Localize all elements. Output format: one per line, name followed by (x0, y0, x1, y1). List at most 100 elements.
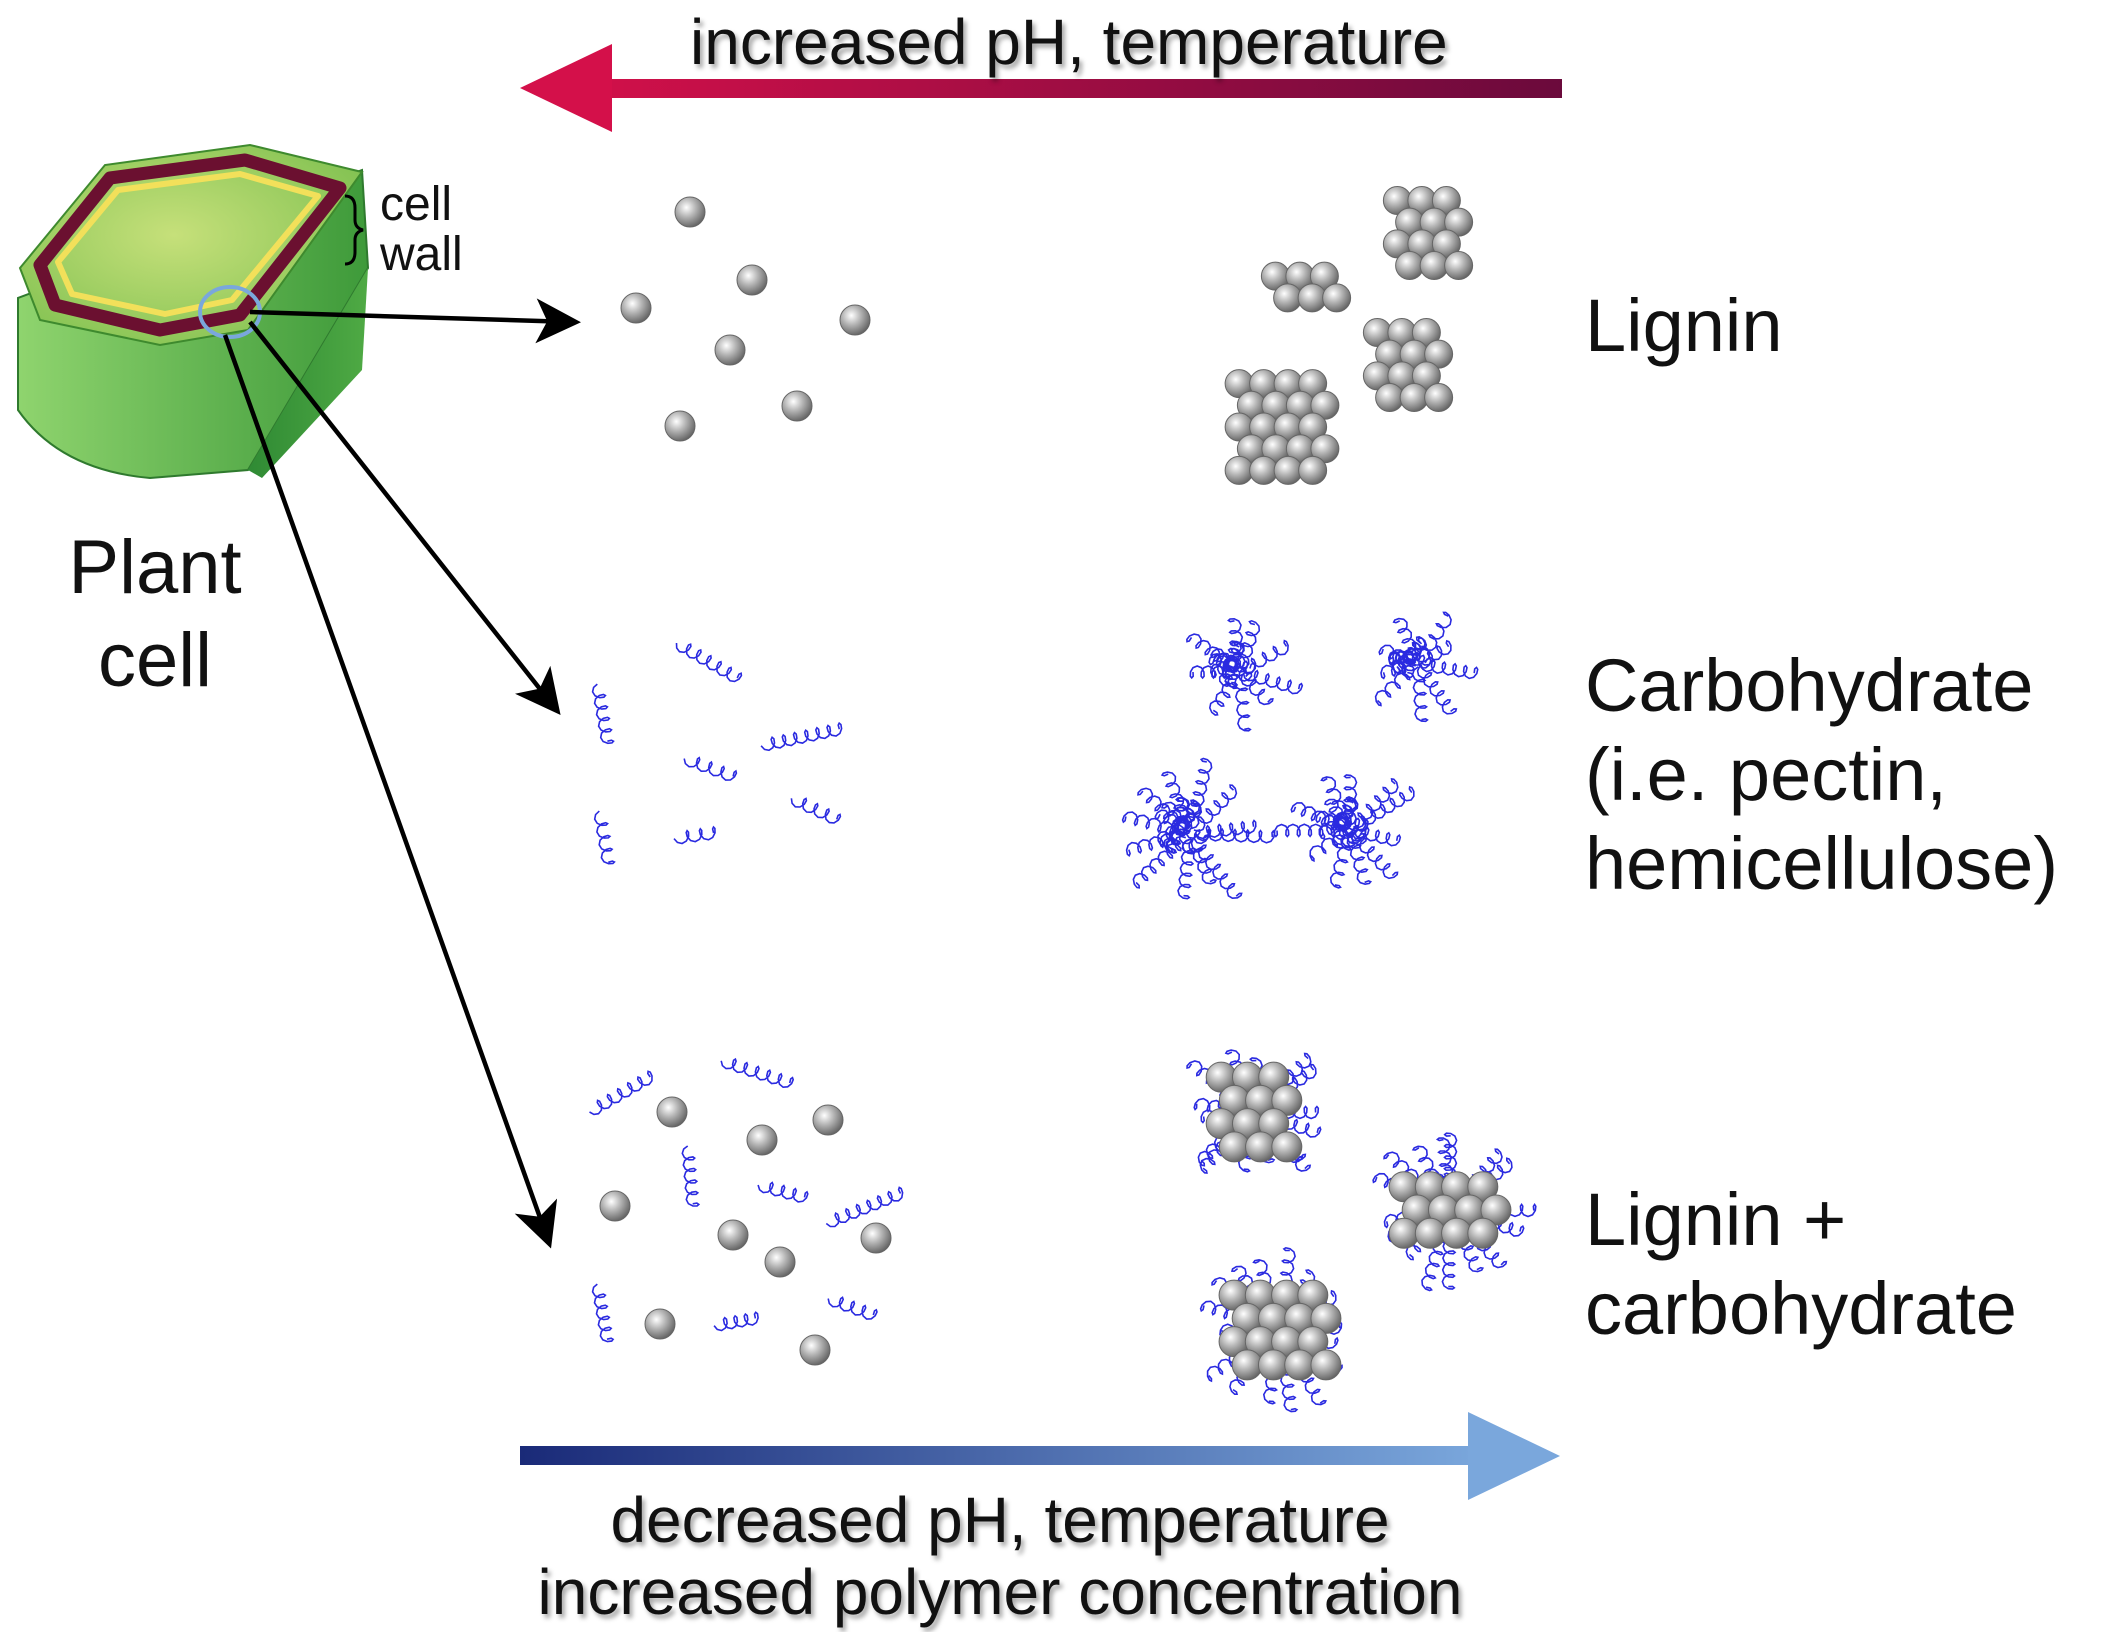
lignin-cluster (1382, 185, 1474, 281)
lignin-aggregates (1224, 185, 1474, 485)
lignin-sphere (1424, 383, 1454, 413)
lignin-carbohydrate-aggregate (1372, 1132, 1537, 1292)
lignin-sphere (860, 1222, 892, 1254)
lignin-sphere (1273, 283, 1303, 313)
lignin-sphere (656, 1096, 688, 1128)
carbohydrate-chain (1194, 819, 1257, 840)
lignin-sphere (1249, 455, 1279, 485)
carbohydrate-chain (825, 1186, 904, 1228)
carbohydrate-chain (1179, 800, 1202, 831)
pointer-arrow-mixture (222, 334, 558, 1249)
plant-cell-label-line1: Plant (68, 525, 242, 610)
lignin-sphere (1298, 455, 1328, 485)
carbohydrate-chain (591, 683, 615, 745)
carbohydrate-chain (1405, 651, 1432, 669)
carbohydrate-chain (673, 825, 716, 845)
lignin-sphere (781, 390, 813, 422)
lignin-sphere (1419, 251, 1449, 281)
carbohydrate-chain (1388, 649, 1415, 667)
top-arrow (520, 44, 1562, 132)
carbohydrate-chain (591, 1283, 615, 1343)
lignin-sphere (599, 1190, 631, 1222)
carbohydrate-aggregate (1374, 611, 1479, 723)
lignin-sphere (1258, 1108, 1290, 1140)
lignin-sphere (1231, 1349, 1263, 1381)
carbohydrate-chain (1318, 816, 1346, 840)
carbohydrate-aggregate (1186, 617, 1304, 732)
lignin-sphere (764, 1246, 796, 1278)
lignin-sphere (746, 1124, 778, 1156)
lignin-sphere (1310, 1302, 1342, 1334)
row-label-mixture-line1: Lignin + (1585, 1178, 1847, 1261)
carbohydrate-chain (1331, 817, 1348, 849)
bottom-arrow-shaft (520, 1446, 1480, 1465)
lignin-core (1218, 1279, 1342, 1381)
carbohydrate-chain (1411, 666, 1429, 723)
top-arrow-label: increased pH, temperature (690, 6, 1448, 78)
carbohydrate-chain (1353, 777, 1399, 829)
lignin-sphere (1444, 251, 1474, 281)
bottom-arrow (520, 1412, 1560, 1500)
carbohydrate-chain (1351, 833, 1399, 880)
row-label-carbohydrate-line3: hemicellulose) (1585, 821, 2058, 905)
plant-cell-illustration (17, 143, 370, 480)
carbohydrate-chain (720, 1057, 795, 1089)
carbohydrate-chain (1406, 637, 1428, 662)
carbohydrate-free-chains (591, 642, 843, 865)
lignin-sphere (736, 264, 768, 296)
carbohydrate-chain (1290, 802, 1347, 831)
carbohydrate-chain (681, 1145, 701, 1207)
carbohydrate-chain (1227, 658, 1256, 675)
bottom-arrow-label-line2: increased polymer concentration (537, 1556, 1463, 1628)
row-label-carbohydrate-line1: Carbohydrate (1585, 644, 2034, 727)
carbohydrate-chain (827, 1296, 878, 1320)
carbohydrate-chain (1190, 838, 1243, 900)
carbohydrate-chain (757, 1181, 809, 1203)
carbohydrate-chain (1336, 819, 1365, 842)
carbohydrate-chain (1188, 838, 1218, 885)
lignin-sphere (714, 334, 746, 366)
lignin-sphere (1480, 1194, 1512, 1226)
bottom-arrow-head (1468, 1412, 1560, 1500)
carbohydrate-aggregate (1273, 774, 1415, 889)
row-label-carbohydrate: Carbohydrate (i.e. pectin, hemicellulose… (1585, 642, 2095, 908)
carbohydrate-chain (1240, 674, 1274, 706)
carbohydrate-chain (1242, 639, 1289, 674)
lignin-sphere (1297, 283, 1327, 313)
lignin-sphere (1284, 1349, 1316, 1381)
carbohydrate-chain (1329, 833, 1353, 889)
cell-wall-label-line2: wall (380, 228, 463, 282)
lignin-sphere (664, 410, 696, 442)
lignin-sphere (1414, 1217, 1446, 1249)
lignin-sphere (799, 1334, 831, 1366)
plant-cell-wall (33, 153, 347, 337)
lignin-sphere (674, 196, 706, 228)
row-label-mixture-line2: carbohydrate (1585, 1266, 2017, 1350)
lignin-sphere (1467, 1171, 1499, 1203)
lignin-cluster (1224, 369, 1340, 485)
row-label-carbohydrate-line2: (i.e. pectin, (1585, 732, 1947, 816)
plant-cell-membrane (55, 171, 321, 317)
lignin-sphere (1245, 1131, 1277, 1163)
carbohydrate-chain (1309, 829, 1347, 863)
lignin-sphere (620, 292, 652, 324)
lignin-sphere (1395, 251, 1425, 281)
lignin-cluster (1260, 261, 1352, 313)
carbohydrate-chain (1323, 798, 1348, 826)
lignin-free-spheres (620, 196, 871, 442)
lignin-sphere (1218, 1131, 1250, 1163)
carbohydrate-chain (1208, 673, 1239, 716)
lignin-sphere (1224, 455, 1254, 485)
cell-wall-label: cell wall (380, 179, 500, 282)
carbohydrate-chain (1210, 648, 1237, 667)
mixture-free-components (589, 1057, 904, 1366)
carbohydrate-chain (1176, 821, 1197, 854)
lignin-sphere (1257, 1349, 1289, 1381)
row-label-mixture: Lignin + carbohydrate (1585, 1176, 2085, 1354)
carbohydrate-aggregates (1121, 611, 1479, 900)
carbohydrate-chain (1374, 663, 1416, 707)
carbohydrate-chain (1353, 785, 1415, 831)
lignin-sphere (1310, 1349, 1342, 1381)
lignin-sphere (1273, 455, 1303, 485)
lignin-core (1388, 1171, 1512, 1249)
